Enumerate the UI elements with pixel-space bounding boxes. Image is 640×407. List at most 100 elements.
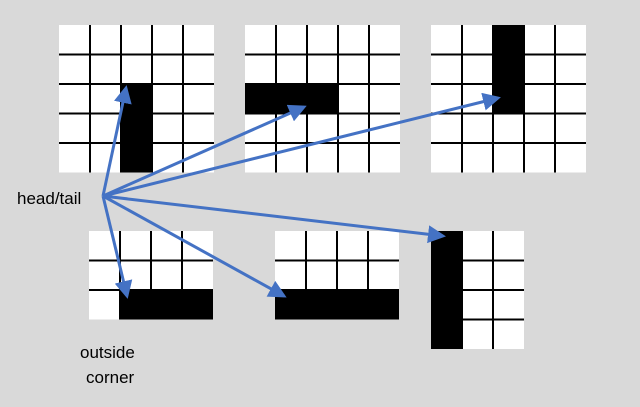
grid-cell bbox=[121, 25, 152, 55]
grid-2 bbox=[245, 25, 400, 173]
grid-cell bbox=[121, 54, 152, 84]
grid-cell bbox=[338, 143, 369, 173]
grid-5 bbox=[275, 231, 399, 320]
grid-cell bbox=[369, 54, 400, 84]
grid-cell bbox=[493, 231, 524, 261]
grid-cell bbox=[337, 231, 368, 261]
grid-cell bbox=[90, 84, 121, 114]
filled-cell bbox=[493, 25, 524, 55]
grid-cell bbox=[493, 290, 524, 320]
grid-cell bbox=[493, 113, 524, 143]
grid-cell bbox=[59, 143, 90, 173]
filled-cell bbox=[121, 143, 152, 173]
grid-cell bbox=[307, 54, 338, 84]
grid-cell bbox=[152, 25, 183, 55]
grid-cell bbox=[89, 260, 120, 290]
grid-cell bbox=[524, 113, 555, 143]
grid-cell bbox=[120, 231, 151, 261]
grid-cell bbox=[462, 319, 493, 349]
grid-cell bbox=[306, 260, 337, 290]
grid-cell bbox=[306, 231, 337, 261]
grid-cell bbox=[338, 84, 369, 114]
grid-cell bbox=[182, 260, 213, 290]
filled-cell bbox=[493, 54, 524, 84]
grid-cell bbox=[462, 25, 493, 55]
grid-cell bbox=[183, 54, 214, 84]
arrow-to-grid-5 bbox=[102, 194, 287, 298]
grid-cell bbox=[493, 260, 524, 290]
filled-cell bbox=[307, 84, 338, 114]
grid-cell bbox=[369, 84, 400, 114]
filled-cell bbox=[120, 290, 151, 320]
arrow-to-grid-2 bbox=[102, 104, 307, 198]
filled-cell bbox=[431, 260, 462, 290]
grid-cell bbox=[431, 54, 462, 84]
grid-cell bbox=[275, 260, 306, 290]
grid-cell bbox=[182, 231, 213, 261]
grid-cell bbox=[368, 260, 399, 290]
grid-cell bbox=[183, 25, 214, 55]
grid-cell bbox=[338, 54, 369, 84]
grid-cell bbox=[524, 54, 555, 84]
grid-cell bbox=[152, 54, 183, 84]
grid-cell bbox=[493, 143, 524, 173]
grid-cell bbox=[183, 113, 214, 143]
grid-cell bbox=[245, 25, 276, 55]
grid-cell bbox=[462, 231, 493, 261]
grid-cell bbox=[524, 84, 555, 114]
grid-cell bbox=[338, 25, 369, 55]
grid-cell bbox=[524, 143, 555, 173]
grid-cell bbox=[152, 113, 183, 143]
filled-cell bbox=[121, 113, 152, 143]
filled-cell bbox=[245, 84, 276, 114]
grid-cell bbox=[183, 84, 214, 114]
outside-label: outside bbox=[80, 343, 135, 362]
grid-cell bbox=[59, 54, 90, 84]
grid-cell bbox=[337, 260, 368, 290]
filled-cell bbox=[182, 290, 213, 320]
arrow-to-grid-6 bbox=[102, 194, 446, 244]
grid-cell bbox=[338, 113, 369, 143]
grid-cell bbox=[275, 231, 306, 261]
grid-cell bbox=[524, 25, 555, 55]
arrow-to-grid-4 bbox=[101, 195, 133, 299]
grid-cell bbox=[59, 25, 90, 55]
grid-6 bbox=[431, 231, 524, 349]
grid-cell bbox=[431, 113, 462, 143]
grid-3 bbox=[431, 25, 586, 173]
grid-4 bbox=[89, 231, 213, 320]
grid-cell bbox=[462, 113, 493, 143]
grid-cell bbox=[151, 260, 182, 290]
arrow-to-grid-3 bbox=[102, 92, 501, 198]
grid-cell bbox=[369, 143, 400, 173]
grid-cell bbox=[555, 113, 586, 143]
grid-cell bbox=[90, 25, 121, 55]
filled-cell bbox=[431, 319, 462, 349]
filled-cell bbox=[306, 290, 337, 320]
grid-cell bbox=[462, 260, 493, 290]
grid-cell bbox=[245, 113, 276, 143]
grid-cell bbox=[90, 54, 121, 84]
filled-cell bbox=[368, 290, 399, 320]
grid-cell bbox=[90, 143, 121, 173]
arrow-to-grid-1 bbox=[101, 85, 132, 197]
grid-cell bbox=[59, 84, 90, 114]
grid-cell bbox=[555, 84, 586, 114]
grid-cell bbox=[462, 143, 493, 173]
grids bbox=[59, 25, 586, 349]
arrows bbox=[101, 85, 501, 299]
grid-cell bbox=[462, 290, 493, 320]
grid-cell bbox=[555, 54, 586, 84]
head-tail-label: head/tail bbox=[17, 189, 82, 208]
filled-cell bbox=[151, 290, 182, 320]
corner-label: corner bbox=[86, 368, 135, 387]
grid-cell bbox=[276, 54, 307, 84]
grid-cell bbox=[493, 319, 524, 349]
grid-1 bbox=[59, 25, 214, 173]
grid-cell bbox=[307, 25, 338, 55]
grid-cell bbox=[431, 25, 462, 55]
grid-cell bbox=[368, 231, 399, 261]
grid-cell bbox=[152, 84, 183, 114]
